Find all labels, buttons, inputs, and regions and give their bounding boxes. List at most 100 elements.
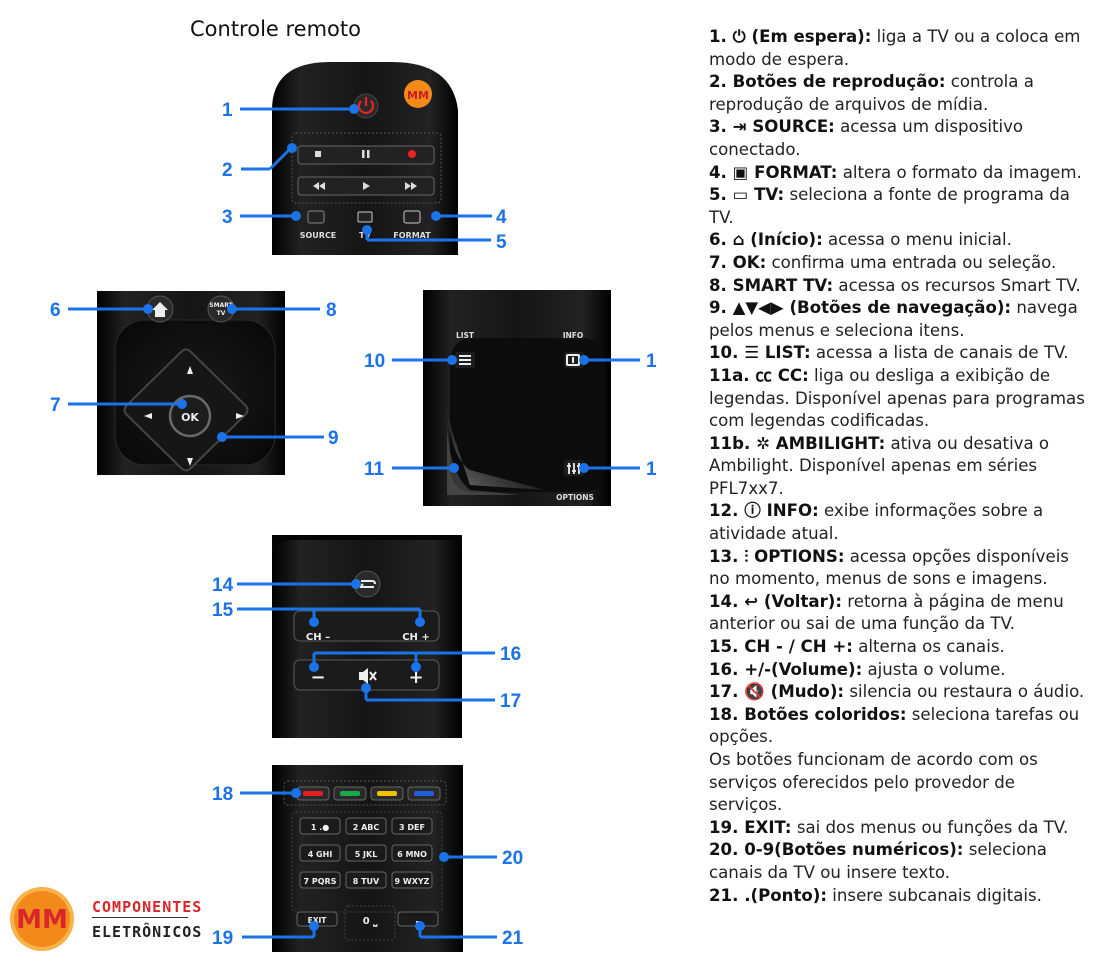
svg-text:SOURCE: SOURCE	[300, 231, 337, 240]
callout-1: 1	[222, 100, 233, 121]
description-number: 17.	[709, 682, 745, 702]
source-button[interactable]: SOURCE	[300, 210, 337, 240]
description-term: 0-9(Botões numéricos):	[744, 840, 964, 860]
callout-20: 20	[502, 848, 523, 869]
svg-text:−: −	[310, 667, 325, 688]
description-term: (Início):	[750, 230, 823, 250]
svg-text:CH –: CH –	[306, 632, 330, 643]
description-text: acessa os recursos Smart TV.	[833, 275, 1081, 295]
description-item: 21. .(Ponto): insere subcanais digitais.	[709, 885, 1089, 908]
number-key-5[interactable]	[345, 844, 387, 862]
number-key-label-1: 1 .●	[311, 823, 329, 832]
description-icon: ▭	[732, 185, 755, 205]
svg-text:OK: OK	[181, 411, 199, 424]
description-term: Botões de reprodução:	[732, 72, 946, 92]
description-item: 16. +/-(Volume): ajusta o volume.	[709, 659, 1089, 682]
number-key-6[interactable]	[391, 844, 433, 862]
callout-11: 11	[364, 459, 385, 480]
description-item: 5. ▭ TV: seleciona a fonte de programa d…	[709, 184, 1089, 229]
description-text: seleciona tarefas ou opções.	[709, 704, 1080, 747]
description-number: 11b.	[709, 433, 757, 453]
description-number: 4.	[709, 162, 733, 182]
channel-rocker[interactable]	[293, 610, 440, 642]
options-icon	[567, 463, 581, 474]
description-icon: ⫶	[744, 546, 755, 566]
description-item: 12. ⓘ INFO: exibe informações sobre a at…	[709, 500, 1089, 545]
description-text: ativa ou desativa o Ambilight. Disponíve…	[709, 433, 1050, 498]
description-term: (Voltar):	[763, 591, 843, 611]
description-term: INFO:	[766, 501, 819, 521]
description-item: 7. OK: confirma uma entrada ou seleção.	[709, 252, 1089, 275]
description-text: Os botões funcionam de acordo com os ser…	[709, 750, 1038, 815]
nav-down-icon	[187, 458, 193, 466]
home-icon	[152, 302, 168, 317]
callout-3: 3	[222, 207, 233, 228]
description-term: .(Ponto):	[744, 885, 828, 905]
svg-text:TV: TV	[359, 231, 371, 240]
description-term: CH - / CH +:	[744, 637, 853, 657]
mm-logo-text: MM	[407, 89, 429, 102]
fast-forward-icon	[405, 182, 417, 190]
number-key-4[interactable]	[299, 844, 341, 862]
description-icon: ⓘ	[744, 501, 767, 521]
description-icon: ㏄	[755, 365, 778, 385]
description-term: TV:	[754, 185, 785, 205]
callout-19: 19	[212, 928, 233, 949]
list-button[interactable]	[455, 352, 475, 368]
number-key-label-7: 7 PQRS	[304, 877, 337, 886]
description-text: liga ou desliga a exibição de legendas. …	[709, 365, 1085, 431]
description-term: SOURCE:	[752, 117, 835, 137]
number-key-9[interactable]	[391, 871, 433, 889]
description-text: confirma uma entrada ou seleção.	[766, 252, 1057, 272]
description-text: acessa um dispositivo conectado.	[709, 117, 1024, 159]
description-number: 15.	[709, 637, 745, 657]
description-text: liga a TV ou a coloca em modo de espera.	[709, 27, 1081, 69]
play-icon	[363, 182, 370, 190]
description-item: 2. Botões de reprodução: controla a repr…	[709, 71, 1089, 116]
number-key-3[interactable]	[391, 817, 433, 835]
callout-7: 7	[50, 395, 61, 416]
svg-text:CH +: CH +	[402, 632, 430, 643]
list-icon	[459, 355, 471, 357]
description-term: SMART TV:	[732, 275, 834, 295]
number-key-2[interactable]	[345, 817, 387, 835]
number-key-7[interactable]	[299, 871, 341, 889]
mute-button[interactable]	[359, 668, 377, 684]
description-item: 11b. ✲ AMBILIGHT: ativa ou desativa o Am…	[709, 433, 1089, 501]
number-key-label-9: 9 WXYZ	[395, 877, 430, 886]
number-key-1[interactable]	[299, 817, 341, 835]
description-text: altera o formato da imagem.	[837, 162, 1082, 182]
svg-text:INFO: INFO	[563, 331, 584, 340]
description-text: exibe informações sobre a atividade atua…	[709, 501, 1044, 544]
nav-up-icon	[187, 366, 193, 374]
callout-10: 10	[364, 351, 385, 372]
description-text: silencia ou restaura o áudio.	[844, 682, 1085, 702]
svg-text:TV: TV	[217, 310, 226, 317]
remote-diagram: MM SOURCE TV FORMAT SMART	[50, 62, 668, 952]
description-term: EXIT:	[744, 817, 792, 837]
description-text: acessa a lista de canais de TV.	[810, 343, 1069, 363]
number-key-8[interactable]	[345, 871, 387, 889]
number-key-0[interactable]: 0 ⎵	[363, 916, 378, 927]
description-term: LIST:	[764, 343, 811, 363]
description-item: 3. ⇥ SOURCE: acessa um dispositivo conec…	[709, 116, 1089, 161]
remote-options-panel: LIST INFO OPTIONS	[423, 290, 611, 506]
callout-8: 8	[326, 300, 337, 321]
power-icon	[357, 100, 375, 114]
description-term: Botões coloridos:	[744, 704, 907, 724]
description-number: 9.	[709, 298, 733, 318]
callout-14: 14	[212, 575, 234, 596]
callout-5: 5	[496, 232, 507, 253]
description-text: insere subcanais digitais.	[827, 885, 1042, 905]
options-button[interactable]: OPTIONS	[556, 460, 594, 502]
description-text: ajusta o volume.	[862, 659, 1006, 679]
stop-button[interactable]	[297, 145, 435, 165]
description-number: 14.	[709, 591, 745, 611]
format-button[interactable]: FORMAT	[393, 210, 431, 240]
tv-button[interactable]: TV	[357, 211, 373, 240]
number-key-label-3: 3 DEF	[399, 823, 425, 832]
callout-lines	[68, 104, 640, 939]
svg-text:+: +	[408, 667, 423, 688]
description-item: 6. ⌂ (Início): acessa o menu inicial.	[709, 229, 1089, 252]
logo-mark: MM	[16, 905, 68, 935]
